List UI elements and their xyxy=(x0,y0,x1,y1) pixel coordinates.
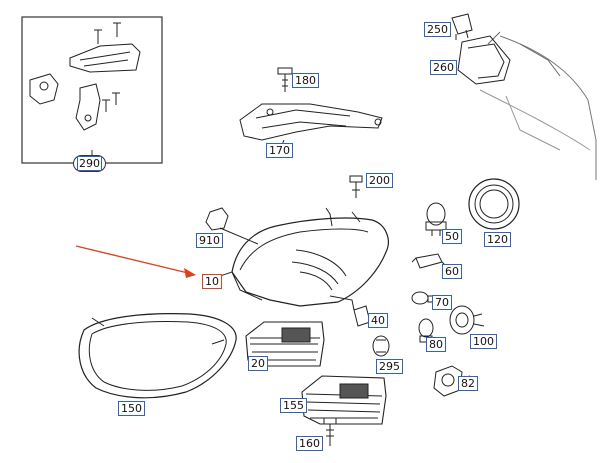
bulb-60 xyxy=(411,253,447,269)
part-label-70[interactable]: 70 xyxy=(432,295,452,310)
part-label-180[interactable]: 180 xyxy=(292,73,319,88)
screw-180 xyxy=(277,67,293,92)
car-outline xyxy=(479,31,597,180)
clip-200 xyxy=(349,175,363,198)
part-label-160[interactable]: 160 xyxy=(296,436,323,451)
socket-100 xyxy=(449,305,485,335)
part-label-120[interactable]: 120 xyxy=(484,232,511,247)
part-295 xyxy=(372,335,390,357)
part-label-260[interactable]: 260 xyxy=(430,60,457,75)
bracket-170 xyxy=(239,103,383,151)
part-label-910[interactable]: 910 xyxy=(196,233,223,248)
part-label-50[interactable]: 50 xyxy=(442,229,462,244)
part-label-20[interactable]: 20 xyxy=(248,356,268,371)
control-unit-155 xyxy=(301,375,387,425)
part-label-60[interactable]: 60 xyxy=(442,264,462,279)
connector-910 xyxy=(205,207,229,231)
kit-290-frame xyxy=(21,16,163,164)
part-label-290[interactable]: 290 xyxy=(73,155,106,172)
part-label-200[interactable]: 200 xyxy=(366,173,393,188)
part-label-40[interactable]: 40 xyxy=(368,313,388,328)
bulb-holder-260 xyxy=(457,35,511,85)
part-label-150[interactable]: 150 xyxy=(118,401,145,416)
sensor-250 xyxy=(451,13,473,40)
part-label-82[interactable]: 82 xyxy=(458,376,478,391)
part-label-295[interactable]: 295 xyxy=(376,359,403,374)
cover-ring-120 xyxy=(468,178,520,230)
part-label-100[interactable]: 100 xyxy=(470,334,497,349)
control-unit-20 xyxy=(245,321,325,367)
part-label-170[interactable]: 170 xyxy=(266,143,293,158)
part-label-155[interactable]: 155 xyxy=(280,398,307,413)
screw-160 xyxy=(323,417,337,446)
highlight-arrow xyxy=(75,245,196,278)
part-label-10[interactable]: 10 xyxy=(202,274,222,289)
gasket-150 xyxy=(78,313,237,399)
headlamp-housing-10 xyxy=(231,207,389,311)
part-label-80[interactable]: 80 xyxy=(426,337,446,352)
part-label-250[interactable]: 250 xyxy=(424,22,451,37)
